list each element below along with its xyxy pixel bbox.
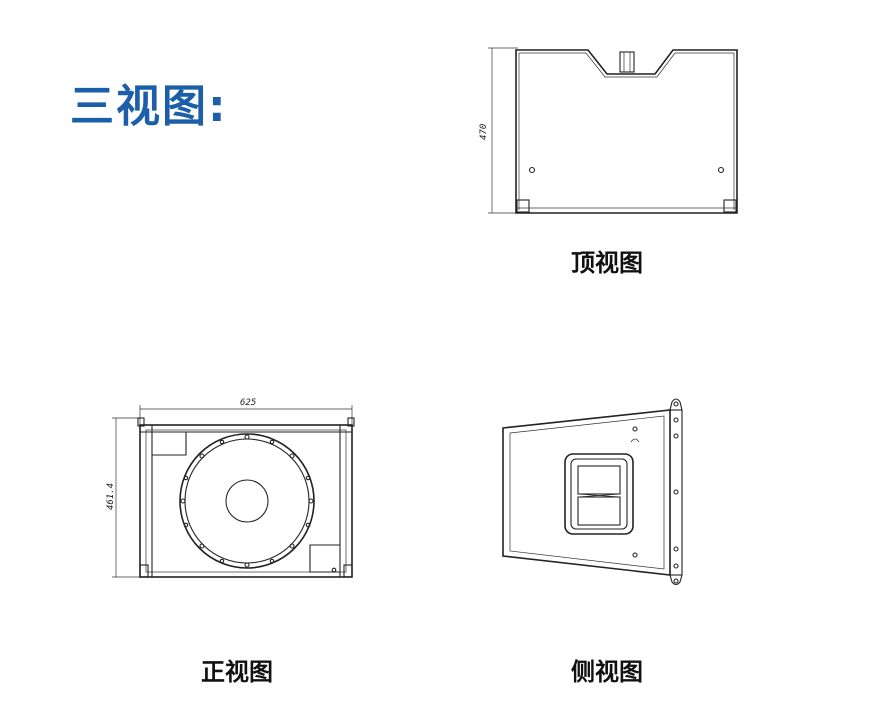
page-title: 三视图:: [70, 81, 228, 132]
top-view-caption: 顶视图: [571, 248, 643, 277]
front-view-drawing: 625 461.4: [106, 398, 355, 578]
front-view-width-dimension: 625: [240, 398, 256, 408]
side-view-drawing: [502, 398, 683, 586]
side-view-caption: 侧视图: [571, 657, 643, 686]
front-view-caption: 正视图: [201, 657, 273, 686]
top-view-drawing: 470: [479, 47, 738, 214]
front-view-height-dimension: 461.4: [106, 483, 116, 510]
top-view-dimension: 470: [479, 124, 489, 140]
